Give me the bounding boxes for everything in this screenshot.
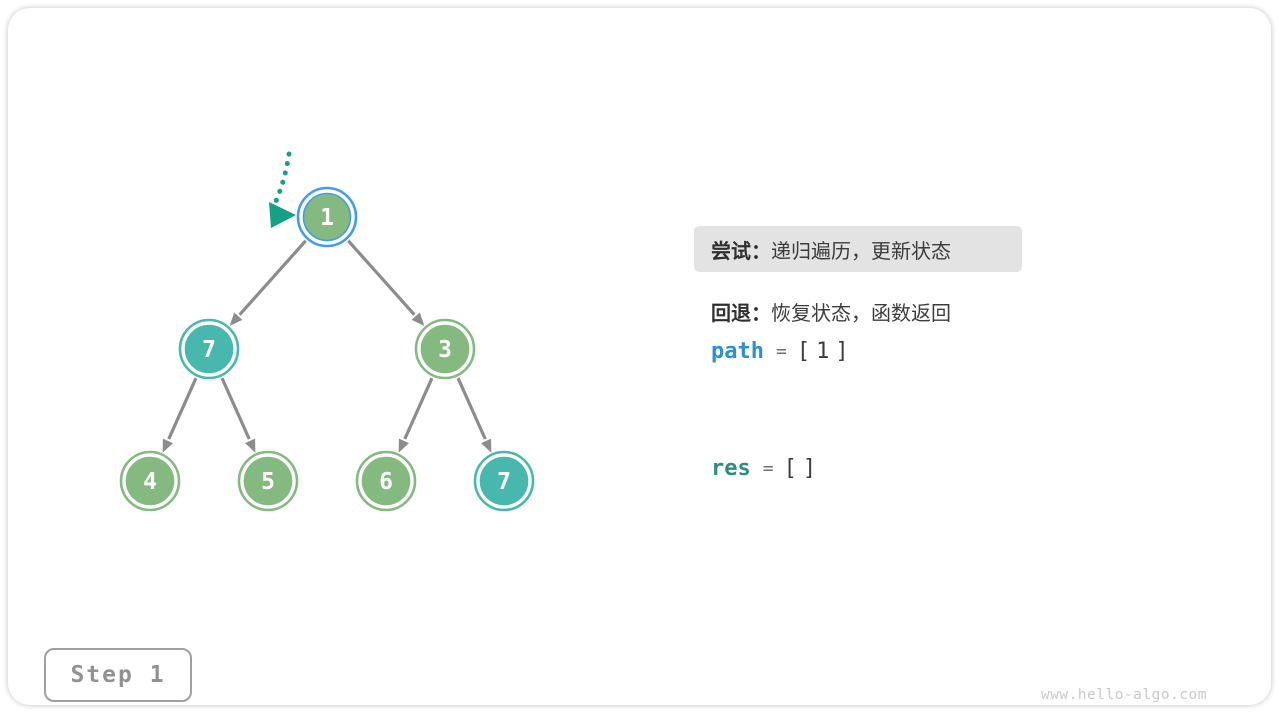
path-variable-name: path [711, 339, 764, 364]
tree-node-7: 7 [473, 450, 535, 512]
res-variable-line: res = [] [711, 456, 822, 481]
binary-tree-diagram: 1 7 3 4 5 6 7 [119, 151, 535, 512]
tree-node-value: 6 [379, 469, 393, 495]
tree-node-7: 7 [178, 318, 240, 380]
step-badge: Step 1 [44, 648, 192, 702]
step-badge-label: Step 1 [70, 662, 166, 688]
tree-node-value: 3 [438, 337, 452, 363]
tree-edge-n3-n7r [456, 377, 492, 453]
tree-edge-n7l-n5 [220, 377, 256, 453]
path-variable-value: [1] [796, 339, 855, 364]
tree-edge-n1-n7l [229, 239, 307, 326]
tree-node-1: 1 [296, 186, 358, 248]
try-text: 递归遍历，更新状态 [771, 240, 951, 263]
path-variable-line: path = [1] [711, 339, 855, 364]
backtrack-line: 回退：恢复状态，函数返回 [711, 297, 951, 326]
tree-node-value: 7 [497, 469, 511, 495]
try-line: 尝试：递归遍历，更新状态 [694, 226, 1022, 272]
try-label: 尝试： [711, 240, 771, 263]
diagram-card: 1 7 3 4 5 6 7 尝试：递归遍历，更新状态 回退：恢复状态，函数返回 path = [… [8, 8, 1271, 705]
tree-node-3: 3 [414, 318, 476, 380]
tree-node-value: 4 [143, 469, 157, 495]
res-variable-value: [] [783, 456, 823, 481]
tree-edge-n7l-n4 [162, 377, 198, 453]
path-equals-sign: = [775, 341, 787, 362]
tree-node-value: 1 [320, 205, 334, 231]
watermark: www.hello-algo.com [1040, 687, 1207, 703]
res-equals-sign: = [762, 458, 774, 479]
tree-node-value: 7 [202, 337, 216, 363]
tree-node-5: 5 [237, 450, 299, 512]
tree-node-4: 4 [119, 450, 181, 512]
backtrack-label: 回退： [711, 303, 771, 325]
tree-node-value: 5 [261, 469, 275, 495]
tree-edge-n1-n3 [347, 239, 425, 326]
backtrack-text: 恢复状态，函数返回 [771, 303, 951, 325]
res-variable-name: res [711, 456, 751, 481]
current-node-pointer-icon [269, 151, 296, 228]
tree-node-6: 6 [355, 450, 417, 512]
tree-edge-n3-n6 [398, 377, 434, 453]
